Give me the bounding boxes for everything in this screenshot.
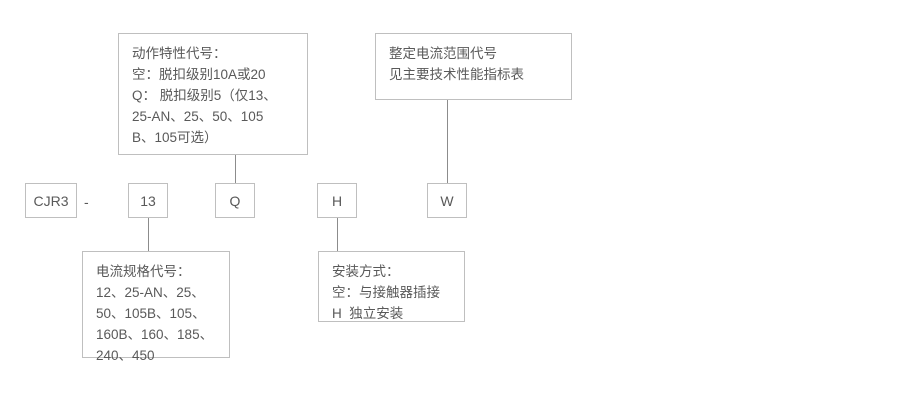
code-cell-current-rating: 13 (128, 183, 168, 218)
connector-mounting-type (337, 218, 338, 251)
code-cell-trip-characteristic: Q (215, 183, 255, 218)
connector-current-rating (148, 218, 149, 251)
note-trip-characteristic: 动作特性代号： 空：脱扣级别10A或20 Q： 脱扣级别5（仅13、 25-AN… (118, 33, 308, 155)
connector-trip-characteristic (235, 155, 236, 185)
code-separator-dash: - (84, 194, 89, 210)
note-mounting-type: 安装方式： 空：与接触器插接 H 独立安装 (318, 251, 465, 322)
code-cell-current-range: W (427, 183, 467, 218)
connector-current-range (447, 100, 448, 185)
note-current-range: 整定电流范围代号 见主要技术性能指标表 (375, 33, 572, 100)
note-current-rating: 电流规格代号： 12、25-AN、25、 50、105B、105、 160B、1… (82, 251, 230, 363)
code-cell-mounting-type: H (317, 183, 357, 218)
code-cell-series: CJR3 (25, 183, 77, 218)
